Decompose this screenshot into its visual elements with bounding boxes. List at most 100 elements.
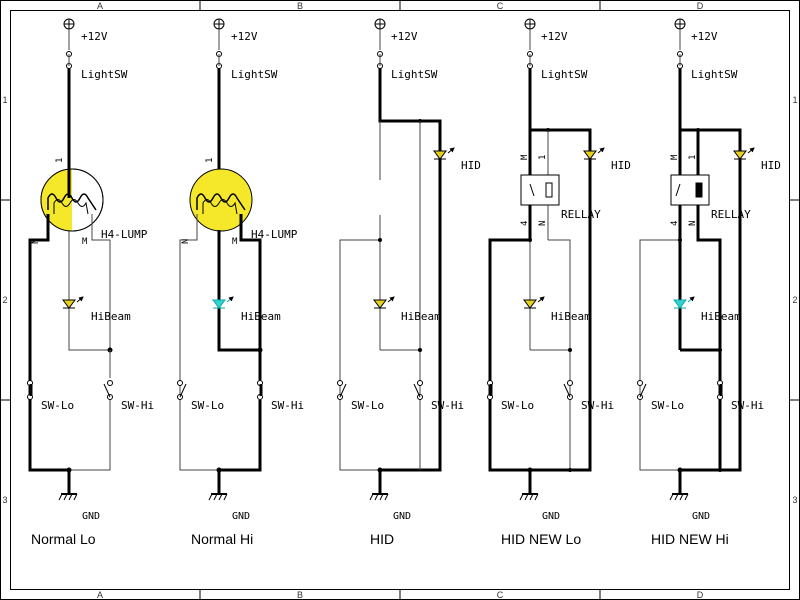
supply-terminal-icon [213, 18, 225, 30]
gnd-label: GND [692, 511, 710, 522]
hibeam-label: HiBeam [241, 310, 281, 323]
pin-1-label: 1 [55, 158, 65, 163]
supply-label: +12V [81, 30, 108, 43]
hibeam-led-icon [62, 296, 84, 309]
pin-1-label: 1 [205, 158, 215, 163]
supply-label: +12V [541, 30, 568, 43]
grid-row-3-left: 3 [2, 495, 7, 505]
relay-label: RELLAY [561, 208, 601, 221]
h4-lamp-icon [40, 168, 104, 232]
light-switch-label: LightSW [691, 68, 738, 81]
supply-terminal-icon [674, 18, 686, 30]
grid-col-d-top: D [697, 1, 704, 11]
lamp-label: H4-LUMP [101, 228, 148, 241]
grid-row-1-left: 1 [2, 95, 7, 105]
gnd-label: GND [82, 511, 100, 522]
circuit-normal-lo: +12V LightSW 1 N M H4-LUMP HiBeam [27, 18, 154, 547]
sw-lo-label: SW-Lo [41, 399, 74, 412]
relay-icon [670, 174, 710, 206]
supply-terminal-icon [63, 18, 75, 30]
ground-icon [669, 493, 689, 501]
hibeam-label: HiBeam [91, 310, 131, 323]
hibeam-label: HiBeam [551, 310, 591, 323]
ground-icon [369, 493, 389, 501]
sw-lo-contact-icon [637, 380, 643, 386]
sw-lo-label: SW-Lo [191, 399, 224, 412]
pin-n-label: N [181, 239, 191, 244]
supply-terminal-icon [374, 18, 386, 30]
light-switch-label: LightSW [391, 68, 438, 81]
relay-pin-1-label: 1 [688, 155, 698, 160]
pin-m-label: M [82, 237, 88, 247]
relay-pin-m-label: M [520, 154, 530, 160]
circuit-normal-hi: +12V LightSW 1 N M H4-LUMP HiBeam SW-Lo [177, 18, 304, 547]
lamp-label: H4-LUMP [251, 228, 298, 241]
sw-lo-contact-icon [177, 380, 183, 386]
ground-icon [208, 493, 228, 501]
grid-col-a-top: A [97, 1, 103, 11]
hid-label: HID [461, 159, 481, 172]
hid-label: HID [761, 159, 781, 172]
relay-pin-4-label: 4 [670, 221, 680, 226]
relay-label: RELLAY [711, 208, 751, 221]
sw-hi-label: SW-Hi [731, 399, 764, 412]
circuit-caption: HID NEW Lo [501, 531, 581, 547]
hibeam-led-icon [523, 296, 545, 309]
relay-icon [520, 174, 560, 206]
hid-led-icon [733, 147, 755, 160]
supply-label: +12V [231, 30, 258, 43]
grid-row-2-left: 2 [2, 295, 7, 305]
circuit-caption: Normal Lo [31, 531, 96, 547]
gnd-label: GND [542, 511, 560, 522]
hid-label: HID [611, 159, 631, 172]
hibeam-label: HiBeam [401, 310, 441, 323]
relay-pin-n-label: N [538, 221, 548, 226]
relay-pin-4-label: 4 [520, 221, 530, 226]
sw-hi-contact-icon [107, 380, 113, 386]
relay-pin-1-label: 1 [538, 155, 548, 160]
light-switch-label: LightSW [231, 68, 278, 81]
sw-lo-label: SW-Lo [351, 399, 384, 412]
sw-lo-label: SW-Lo [501, 399, 534, 412]
circuit-hid-new-lo: +12V LightSW M 1 RELLAY 4 N HID [487, 18, 631, 547]
hibeam-led-icon [373, 296, 395, 309]
hibeam-label: HiBeam [701, 310, 741, 323]
circuit-hid-new-hi: +12V LightSW M 1 RELLAY 4 N HID [637, 18, 781, 547]
gnd-label: GND [393, 511, 411, 522]
grid-row-3-right: 3 [792, 495, 797, 505]
supply-label: +12V [391, 30, 418, 43]
grid-col-d-bottom: D [697, 590, 704, 600]
sw-lo-contact-icon [337, 380, 343, 386]
grid-row-1-right: 1 [792, 95, 797, 105]
hid-led-icon [433, 147, 455, 160]
circuit-hid: +12V LightSW HID HiBeam SW-Lo [337, 18, 481, 547]
grid-row-2-right: 2 [792, 295, 797, 305]
grid-col-c-top: C [497, 1, 504, 11]
circuit-caption: HID NEW Hi [651, 531, 729, 547]
ground-icon [58, 493, 78, 501]
circuit-caption: HID [370, 531, 394, 547]
hibeam-led-icon [212, 296, 234, 309]
h4-lamp-icon [189, 168, 253, 232]
pin-m-label: M [232, 237, 238, 247]
supply-label: +12V [691, 30, 718, 43]
sw-lo-label: SW-Lo [651, 399, 684, 412]
ground-icon [519, 493, 539, 501]
light-switch-label: LightSW [541, 68, 588, 81]
grid-col-b-top: B [297, 1, 303, 11]
circuit-caption: Normal Hi [191, 531, 253, 547]
gnd-label: GND [232, 511, 250, 522]
grid-col-b-bottom: B [297, 590, 303, 600]
sw-hi-contact-icon [567, 380, 573, 386]
sw-hi-contact-icon [417, 380, 423, 386]
light-switch-label: LightSW [81, 68, 128, 81]
sw-hi-label: SW-Hi [271, 399, 304, 412]
grid-col-c-bottom: C [497, 590, 504, 600]
hibeam-led-icon [673, 296, 695, 309]
relay-pin-n-label: N [688, 221, 698, 226]
relay-pin-m-label: M [670, 154, 680, 160]
sw-hi-label: SW-Hi [431, 399, 464, 412]
grid-col-a-bottom: A [97, 590, 103, 600]
supply-terminal-icon [524, 18, 536, 30]
